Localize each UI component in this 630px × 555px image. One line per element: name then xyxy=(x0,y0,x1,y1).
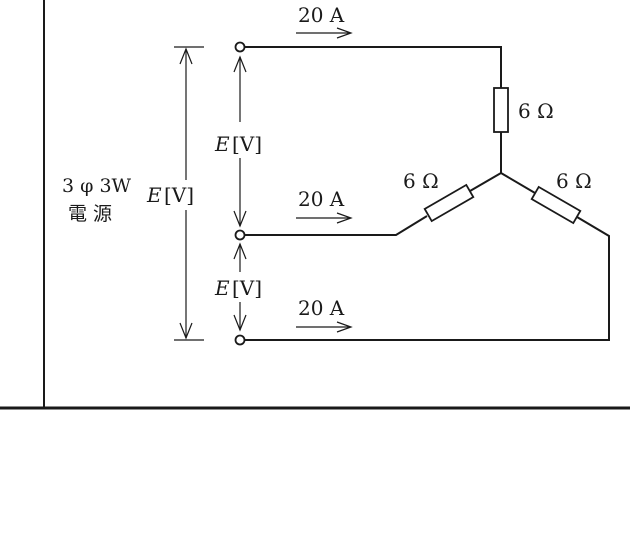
wire-line-2 xyxy=(245,215,428,236)
current-label-line-2: 20 A xyxy=(298,187,345,211)
current-arrow-line-3 xyxy=(296,321,353,333)
terminal-line-2 xyxy=(234,229,246,241)
wire-neutral-to-right xyxy=(500,172,536,194)
source-label-line1: 3 φ 3W xyxy=(62,175,132,197)
terminal-line-1 xyxy=(234,41,246,53)
source-label-line2: 電 源 xyxy=(68,203,112,225)
terminal-line-3 xyxy=(234,334,246,346)
current-label-line-3: 20 A xyxy=(298,296,345,320)
line-voltage-unit: [V] xyxy=(164,183,194,207)
lower-voltage-dimension xyxy=(233,242,247,332)
lower-voltage-symbol: E xyxy=(214,276,230,300)
line-voltage-symbol: E xyxy=(146,183,162,207)
wire-line-1 xyxy=(245,46,502,88)
resistor-top xyxy=(493,87,509,133)
current-arrow-line-2 xyxy=(296,212,353,224)
wire-line-3 xyxy=(245,216,610,341)
upper-voltage-unit: [V] xyxy=(232,132,262,156)
resistor-left-label: 6 Ω xyxy=(403,169,439,193)
upper-voltage-symbol: E xyxy=(214,132,230,156)
upper-voltage-dimension xyxy=(233,55,247,228)
lower-voltage-unit: [V] xyxy=(232,276,262,300)
resistor-top-label: 6 Ω xyxy=(518,99,554,123)
wire-left-to-neutral xyxy=(469,172,502,192)
current-arrow-line-1 xyxy=(296,27,353,39)
current-label-line-1: 20 A xyxy=(298,3,345,27)
resistor-right-label: 6 Ω xyxy=(556,169,592,193)
line-voltage-dimension xyxy=(174,46,204,341)
resistor-right xyxy=(530,185,582,225)
resistor-left xyxy=(423,183,475,223)
